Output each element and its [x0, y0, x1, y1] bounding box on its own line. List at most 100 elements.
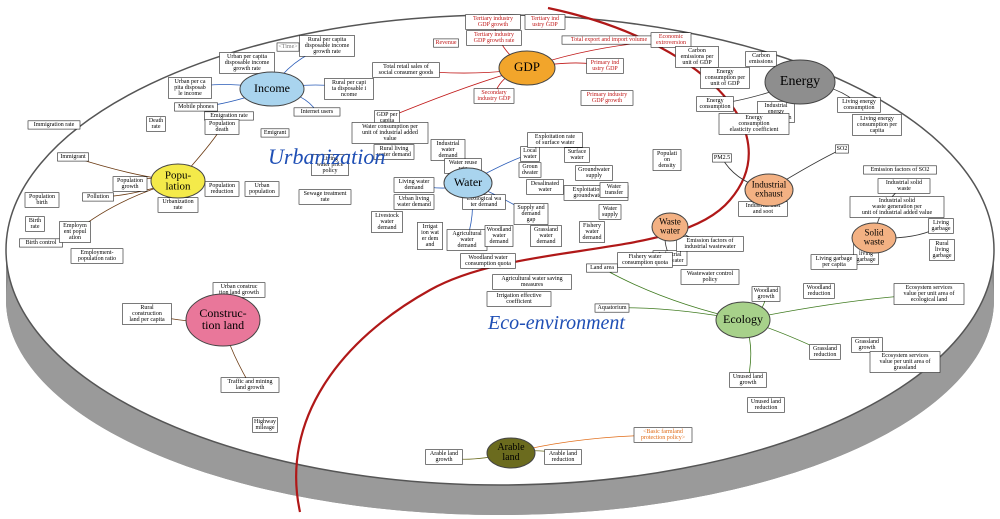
- node-label-birth-control: Birth control: [26, 240, 57, 246]
- hub-label-water: Water: [454, 175, 482, 189]
- node-emigrant: Emigrant: [260, 128, 290, 138]
- node-label-pollution: Pollution: [87, 194, 109, 200]
- node-label-emigrant: Emigrant: [264, 130, 287, 136]
- disc-top: [5, 14, 995, 486]
- hub-population: Popu-lation: [150, 163, 206, 199]
- node-label-so2: SO2: [837, 146, 848, 152]
- region-title-eco-environment: Eco-environment: [487, 312, 625, 334]
- node-pm25: PM2.5: [712, 153, 732, 163]
- node-land-area: Land area: [586, 263, 618, 273]
- node-label-mobile-phones: Mobile phones: [178, 104, 214, 110]
- hub-income: Income: [239, 71, 305, 107]
- node-birth-control: Birth control: [19, 238, 63, 248]
- node-total-export-import: Total export and import volume: [561, 35, 657, 45]
- node-label-internet-users: Internet users: [301, 109, 334, 115]
- node-label-pm25: PM2.5: [714, 155, 730, 161]
- node-label-emigration-rate: Emigration rate: [210, 113, 248, 119]
- node-label-so2-emission-factors: Emission factors of SO2: [871, 166, 930, 173]
- node-label-time: <Time>: [278, 44, 298, 50]
- node-label-aquatorium: Aquatorium: [598, 305, 627, 311]
- hub-label-income: Income: [254, 81, 290, 95]
- node-internet-users: Internet users: [293, 107, 341, 117]
- hub-label-energy: Energy: [780, 74, 820, 89]
- node-label-land-area: Land area: [590, 265, 614, 271]
- node-mobile-phones: Mobile phones: [174, 102, 218, 112]
